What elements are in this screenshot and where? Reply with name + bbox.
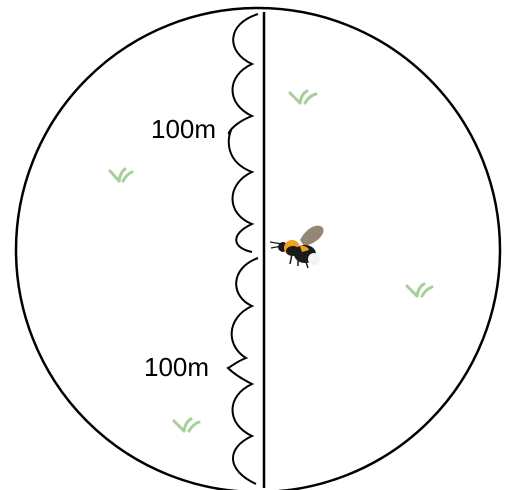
grass-tuft-icon — [407, 284, 432, 296]
lower-distance-label: 100m — [144, 352, 209, 382]
bumblebee-icon — [270, 226, 324, 268]
upper-distance-bracket — [229, 14, 258, 252]
grass-tuft-icon — [174, 419, 199, 431]
field-boundary-circle — [16, 8, 500, 490]
grass-tuft-icon — [110, 169, 132, 181]
upper-distance-label: 100m — [151, 114, 216, 144]
grass-tuft-icon — [290, 91, 316, 103]
lower-distance-bracket — [228, 258, 258, 484]
